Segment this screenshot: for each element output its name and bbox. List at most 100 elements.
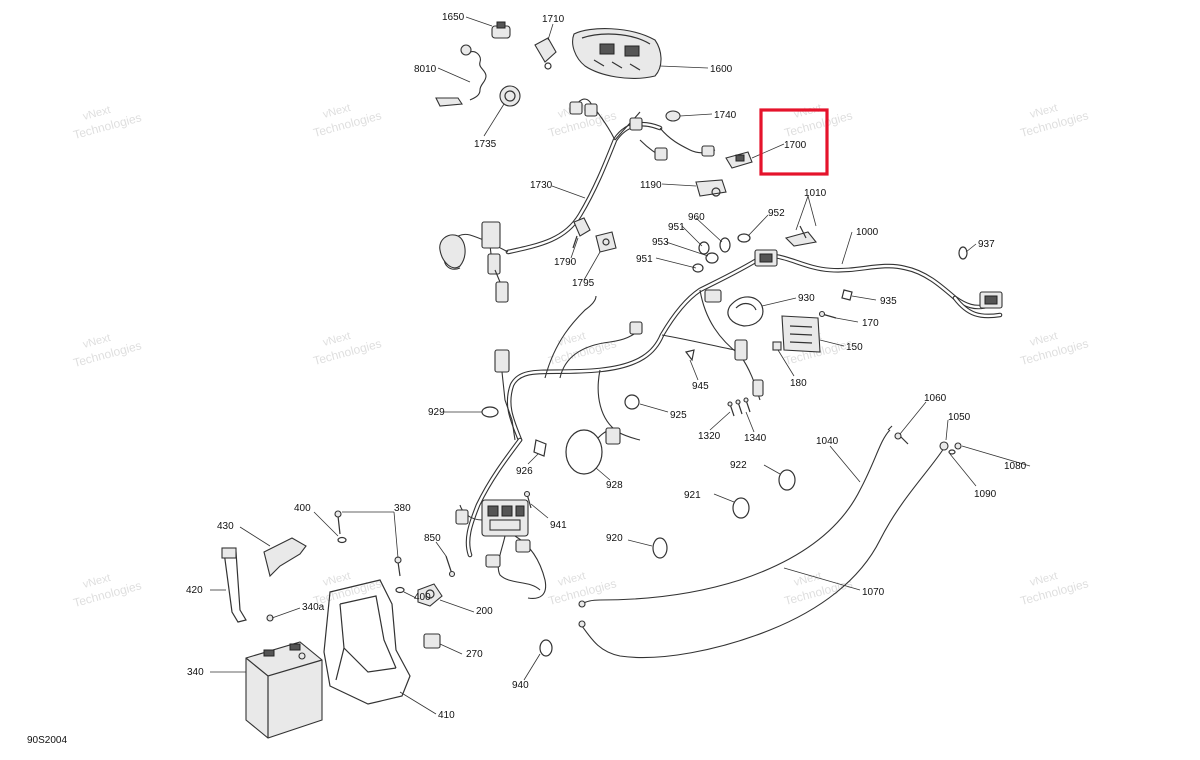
connector <box>752 379 764 397</box>
label-1710: 1710 <box>542 14 565 25</box>
diagram-code: 90S2004 <box>27 735 67 746</box>
label-940: 940 <box>512 680 529 691</box>
label-1600: 1600 <box>710 64 733 75</box>
part-925-connector <box>605 427 621 445</box>
part-150-module <box>781 315 821 353</box>
cable-ties <box>481 233 968 657</box>
label-1340: 1340 <box>744 433 767 444</box>
label-922: 922 <box>730 460 747 471</box>
part-1700-connector <box>725 151 753 169</box>
cable-tie-951 <box>692 263 704 273</box>
leader-lines <box>210 16 1031 715</box>
label-380: 380 <box>394 503 411 514</box>
part-1090-washer <box>948 449 956 455</box>
label-1060: 1060 <box>924 393 947 404</box>
connector <box>704 289 722 303</box>
label-945: 945 <box>692 381 709 392</box>
cable-tie-960 <box>719 237 731 253</box>
label-400: 400 <box>294 503 311 514</box>
label-1790: 1790 <box>554 257 577 268</box>
label-1010: 1010 <box>804 188 827 199</box>
label-921: 921 <box>684 490 701 501</box>
part-1320-1340-terminals <box>727 397 751 417</box>
part-1650-switch <box>491 21 511 39</box>
label-150: 150 <box>846 342 863 353</box>
label-1000: 1000 <box>856 227 879 238</box>
part-170-bolt <box>818 310 837 319</box>
watermark: vNext Technologies <box>72 332 143 370</box>
part-labels: 1650 1710 1600 8010 1735 1740 1700 1730 … <box>27 12 1027 746</box>
part-270-connector <box>423 633 441 649</box>
label-920: 920 <box>606 533 623 544</box>
connector <box>984 295 998 305</box>
connector <box>629 321 643 335</box>
part-1735-key-reader <box>499 85 521 107</box>
part-1050-terminal <box>939 441 949 451</box>
label-925: 925 <box>670 410 687 421</box>
part-1710-bracket <box>534 37 557 70</box>
clip-945 <box>684 349 695 362</box>
label-951: 951 <box>636 254 653 265</box>
label-1650: 1650 <box>442 12 465 23</box>
clip-940 <box>539 639 553 657</box>
part-1740-grommet <box>665 110 681 122</box>
connector <box>734 339 748 361</box>
cable-tie-953 <box>705 252 719 264</box>
label-953: 953 <box>652 237 669 248</box>
part-200-solenoid <box>417 583 443 607</box>
part-941-screw <box>523 490 532 509</box>
main-harness-1000 <box>465 249 1003 558</box>
part-340-battery <box>245 641 323 739</box>
part-1600-gauge-cluster <box>572 28 662 79</box>
label-937: 937 <box>978 239 995 250</box>
part-850-fastener <box>445 555 456 578</box>
label-929: 929 <box>428 407 445 418</box>
label-1070: 1070 <box>862 587 885 598</box>
label-400: 400 <box>414 592 431 603</box>
part-1010-brackets <box>784 225 818 247</box>
clip-935 <box>841 289 853 301</box>
label-180: 180 <box>790 378 807 389</box>
cable-tie-951 <box>698 241 710 255</box>
part-8010-dess-key-lanyard <box>435 44 487 107</box>
cable-1040 <box>578 425 893 608</box>
clip-920 <box>652 537 668 559</box>
part-410-battery-tray <box>323 579 411 705</box>
watermark: vNext Technologies <box>1019 102 1090 140</box>
part-430-bracket <box>263 537 307 578</box>
clip-926 <box>533 439 547 457</box>
cable-1070 <box>578 447 945 659</box>
watermark: vNext Technologies <box>312 330 383 368</box>
highlight-box-1700 <box>759 108 829 176</box>
label-1090: 1090 <box>974 489 997 500</box>
label-935: 935 <box>880 296 897 307</box>
label-1795: 1795 <box>572 278 595 289</box>
label-270: 270 <box>466 649 483 660</box>
watermark: vNext Technologies <box>1019 570 1090 608</box>
part-180-nut <box>772 341 782 351</box>
label-941: 941 <box>550 520 567 531</box>
part-1080-nut <box>954 442 962 450</box>
part-340a-terminal <box>266 614 306 660</box>
clip-925 <box>624 394 640 410</box>
harness-1730 <box>439 98 716 303</box>
label-340a: 340a <box>302 602 325 613</box>
clip-921 <box>732 497 750 519</box>
label-200: 200 <box>476 606 493 617</box>
connector <box>759 253 773 263</box>
clip-922 <box>778 469 796 491</box>
label-1050: 1050 <box>948 412 971 423</box>
connector <box>494 349 510 373</box>
label-1730: 1730 <box>530 180 553 191</box>
label-430: 430 <box>217 521 234 532</box>
watermarks: vNext Technologies vNext Technologies vN… <box>72 102 1090 610</box>
label-960: 960 <box>688 212 705 223</box>
label-1320: 1320 <box>698 431 721 442</box>
label-930: 930 <box>798 293 815 304</box>
label-926: 926 <box>516 466 533 477</box>
label-1190: 1190 <box>640 180 662 191</box>
label-1700: 1700 <box>784 140 807 151</box>
part-420-strap <box>221 547 247 623</box>
part-1790-fuse <box>572 217 591 249</box>
label-1740: 1740 <box>714 110 737 121</box>
